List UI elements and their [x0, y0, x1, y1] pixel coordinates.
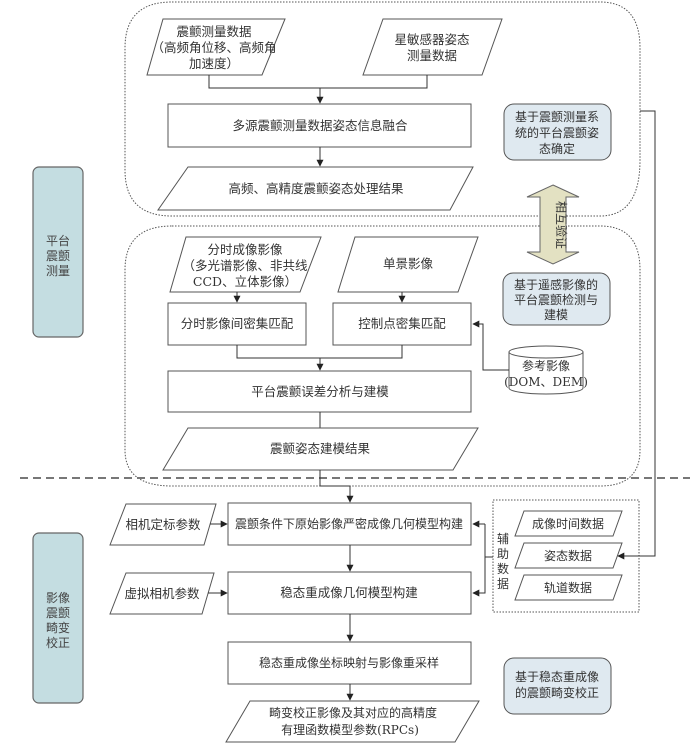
middle-region-outline — [124, 225, 641, 487]
svg-text:统的平台震颤姿: 统的平台震颤姿 — [515, 125, 599, 140]
svg-text:高频、高精度震颤姿态处理结果: 高频、高精度震颤姿态处理结果 — [228, 181, 404, 196]
connector — [236, 345, 403, 359]
svg-text:分时影像间密集匹配: 分时影像间密集匹配 — [181, 316, 294, 331]
svg-text:据: 据 — [497, 577, 509, 591]
arrow — [319, 470, 354, 503]
section-label-line: 平台 — [46, 233, 70, 248]
mutual-verification-arrow: 相互验证 — [526, 184, 580, 265]
svg-text:畸变校正影像及其对应的高精度: 畸变校正影像及其对应的高精度 — [269, 705, 437, 720]
section-label-line: 校正 — [46, 635, 70, 650]
svg-text:基于遥感影像的: 基于遥感影像的 — [514, 277, 598, 292]
svg-text:震颤测量数据: 震颤测量数据 — [176, 24, 251, 39]
svg-text:震颤条件下原始影像严密成像几何模型构建: 震颤条件下原始影像严密成像几何模型构建 — [235, 516, 463, 531]
arrow — [472, 557, 486, 597]
reference-image-database: 参考影像 (DOM、DEM) — [504, 345, 588, 395]
svg-text:CCD、立体影像）: CCD、立体影像） — [193, 274, 297, 289]
svg-text:测量数据: 测量数据 — [407, 48, 457, 63]
connector — [208, 75, 428, 89]
orbit-data-node: 轨道数据 — [514, 574, 623, 601]
svg-text:稳态重成像几何模型构建: 稳态重成像几何模型构建 — [280, 585, 418, 600]
rigorous-geometric-model-node: 震颤条件下原始影像严密成像几何模型构建 — [227, 502, 472, 546]
mutual-verification-label: 相互验证 — [554, 201, 569, 249]
svg-text:基于稳态重成像: 基于稳态重成像 — [515, 669, 599, 684]
svg-text:（高频角位移、高频角: （高频角位移、高频角 — [151, 40, 276, 55]
svg-text:虚拟相机参数: 虚拟相机参数 — [124, 586, 200, 601]
note-steady-state-reimaging: 基于稳态重成像 的震颤畸变校正 — [503, 657, 612, 715]
svg-text:姿态数据: 姿态数据 — [544, 548, 592, 563]
attitude-data-node: 姿态数据 — [514, 542, 623, 569]
time-share-images-node: 分时成像影像 （多光谱影像、非共线 CCD、立体影像） — [169, 236, 322, 293]
section-label-line: 测量 — [46, 264, 70, 278]
attitude-feedback-arrow — [617, 110, 656, 560]
svg-text:平台震颤误差分析与建模: 平台震颤误差分析与建模 — [251, 384, 389, 399]
svg-text:成像时间数据: 成像时间数据 — [532, 516, 604, 531]
aux-data-label: 辅 助 数 据 — [497, 532, 509, 591]
final-corrected-image-node: 畸变校正影像及其对应的高精度 有理函数模型参数(RPCs) — [225, 700, 480, 743]
svg-text:星敏感器姿态: 星敏感器姿态 — [394, 32, 469, 47]
svg-text:有理函数模型参数(RPCs): 有理函数模型参数(RPCs) — [281, 722, 419, 737]
section-label-image-correction: 影像 震颤 畸变 校正 — [32, 532, 84, 704]
svg-text:（多光谱影像、非共线: （多光谱影像、非共线 — [182, 258, 308, 273]
note-remote-sensing-detection: 基于遥感影像的 平台震颤检测与 建模 — [502, 272, 611, 326]
multi-source-fusion-node: 多源震颤测量数据姿态信息融合 — [167, 103, 472, 148]
arrow — [472, 320, 509, 371]
section-label-line: 震颤 — [46, 249, 70, 263]
section-label-line: 影像 — [46, 591, 70, 605]
svg-text:相机定标参数: 相机定标参数 — [125, 517, 201, 532]
virtual-camera-params-node: 虚拟相机参数 — [109, 572, 215, 615]
svg-text:建模: 建模 — [544, 308, 568, 322]
star-sensor-data-node: 星敏感器姿态 测量数据 — [362, 18, 503, 76]
jitter-measurement-data-node: 震颤测量数据 （高频角位移、高频角 加速度） — [146, 18, 286, 76]
svg-text:数: 数 — [497, 561, 509, 576]
svg-text:基于震颤测量系: 基于震颤测量系 — [515, 110, 599, 124]
svg-text:加速度）: 加速度） — [189, 56, 239, 71]
svg-text:单景影像: 单景影像 — [383, 256, 434, 271]
svg-text:参考影像: 参考影像 — [522, 358, 570, 373]
svg-text:稳态重成像坐标映射与影像重采样: 稳态重成像坐标映射与影像重采样 — [259, 655, 439, 670]
section-label-line: 畸变 — [46, 620, 70, 635]
section-label-line: 震颤 — [46, 606, 70, 620]
svg-text:态确定: 态确定 — [539, 141, 575, 156]
time-share-dense-matching-node: 分时影像间密集匹配 — [167, 302, 307, 346]
high-frequency-attitude-result-node: 高频、高精度震颤姿态处理结果 — [157, 166, 474, 211]
jitter-modeling-result-node: 震颤姿态建模结果 — [162, 427, 479, 471]
camera-calibration-params-node: 相机定标参数 — [109, 503, 217, 546]
svg-text:(DOM、DEM): (DOM、DEM) — [504, 375, 588, 389]
svg-text:平台震颤检测与: 平台震颤检测与 — [514, 292, 598, 307]
svg-text:轨道数据: 轨道数据 — [544, 580, 592, 595]
jitter-error-analysis-node: 平台震颤误差分析与建模 — [167, 370, 472, 413]
section-label-platform-measurement: 平台 震颤 测量 — [32, 166, 84, 338]
svg-text:助: 助 — [497, 547, 509, 561]
control-point-dense-matching-node: 控制点密集匹配 — [332, 302, 472, 346]
coordinate-mapping-resampling-node: 稳态重成像坐标映射与影像重采样 — [227, 641, 472, 685]
svg-text:辅: 辅 — [497, 532, 509, 546]
svg-text:多源震颤测量数据姿态信息融合: 多源震颤测量数据姿态信息融合 — [232, 118, 408, 133]
connector — [484, 524, 493, 558]
note-jitter-measurement-system: 基于震颤测量系 统的平台震颤姿 态确定 — [503, 103, 612, 161]
steady-state-geometric-model-node: 稳态重成像几何模型构建 — [227, 571, 472, 615]
svg-text:分时成像影像: 分时成像影像 — [207, 242, 283, 257]
svg-text:震颤姿态建模结果: 震颤姿态建模结果 — [270, 441, 371, 456]
svg-text:的震颤畸变校正: 的震颤畸变校正 — [515, 685, 599, 700]
imaging-time-data-node: 成像时间数据 — [514, 510, 623, 537]
svg-text:控制点密集匹配: 控制点密集匹配 — [358, 316, 446, 331]
single-scene-image-node: 单景影像 — [337, 236, 479, 293]
